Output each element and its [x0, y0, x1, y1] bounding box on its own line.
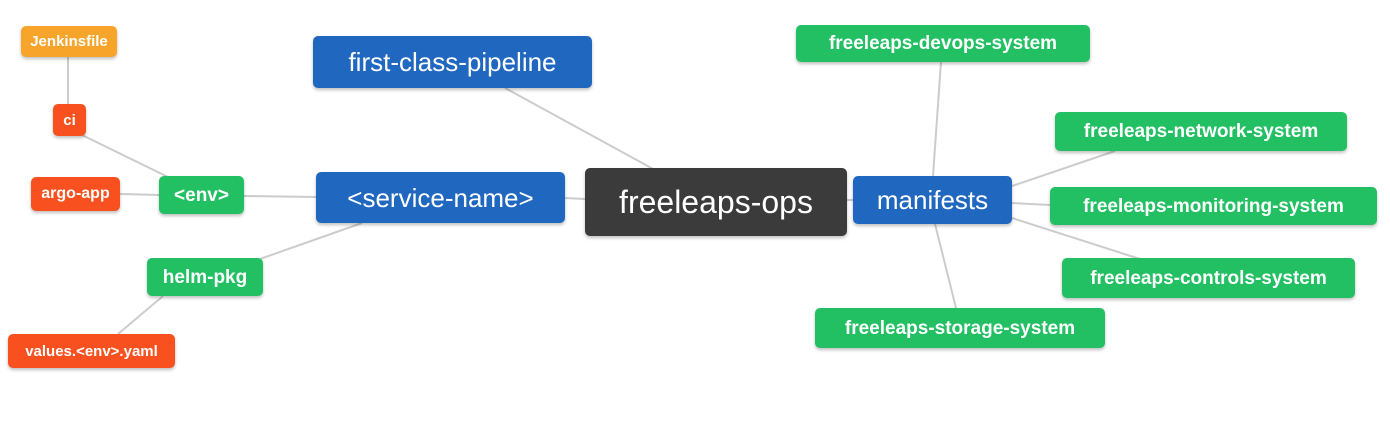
edge-argo-app-env: [119, 193, 160, 196]
node-values-env-yaml[interactable]: values.<env>.yaml: [8, 334, 175, 368]
node-service-name[interactable]: <service-name>: [316, 172, 565, 223]
node-freeleaps-controls-system[interactable]: freeleaps-controls-system: [1062, 258, 1355, 298]
edge-service-name-helm-pkg: [259, 222, 363, 260]
node-freeleaps-ops[interactable]: freeleaps-ops: [585, 168, 847, 236]
edge-first-class-pipeline-freeleaps-ops: [504, 87, 656, 171]
edge-manifests-devops-system: [932, 61, 942, 177]
node-first-class-pipeline[interactable]: first-class-pipeline: [313, 36, 592, 88]
node-freeleaps-monitoring-system[interactable]: freeleaps-monitoring-system: [1050, 187, 1377, 225]
node-freeleaps-storage-system[interactable]: freeleaps-storage-system: [815, 308, 1105, 348]
edge-manifests-monitoring-system: [1011, 202, 1051, 206]
node-ci[interactable]: ci: [53, 104, 86, 136]
edge-helm-pkg-values-env-yaml: [117, 295, 164, 335]
edge-manifests-network-system: [1011, 150, 1116, 187]
node-argo-app[interactable]: argo-app: [31, 177, 120, 211]
node-helm-pkg[interactable]: helm-pkg: [147, 258, 263, 296]
edge-service-name-freeleaps-ops: [564, 197, 586, 200]
node-freeleaps-network-system[interactable]: freeleaps-network-system: [1055, 112, 1347, 151]
node-freeleaps-devops-system[interactable]: freeleaps-devops-system: [796, 25, 1090, 62]
edge-manifests-storage-system: [934, 223, 957, 309]
edge-env-service-name: [243, 195, 317, 198]
node-manifests[interactable]: manifests: [853, 176, 1012, 224]
node-env[interactable]: <env>: [159, 176, 244, 214]
edge-ci-env: [81, 134, 169, 178]
node-jenkinsfile[interactable]: Jenkinsfile: [21, 26, 117, 57]
edge-manifests-controls-system: [1011, 217, 1141, 260]
